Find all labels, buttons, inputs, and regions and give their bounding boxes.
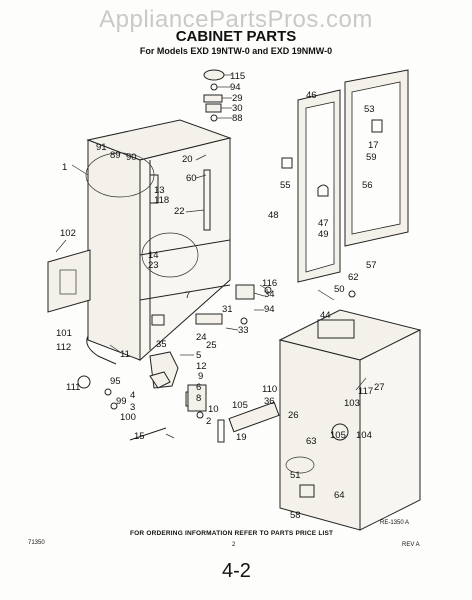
- callout-12: 89: [110, 150, 121, 161]
- page-number: 2: [232, 542, 236, 548]
- callout-34: 31: [222, 304, 233, 315]
- callout-28: 116: [262, 278, 277, 289]
- cabinet-shell: [85, 119, 232, 362]
- page-title: CABINET PARTS: [175, 28, 297, 45]
- callout-31: 62: [348, 272, 359, 283]
- callout-70: 58: [290, 510, 301, 521]
- callout-60: 117: [358, 386, 373, 397]
- ordering-note: FOR ORDERING INFORMATION REFER TO PARTS …: [130, 530, 334, 537]
- callout-23: 49: [318, 229, 329, 240]
- callout-63: 15: [134, 431, 145, 442]
- callout-65: 105: [330, 430, 346, 441]
- callout-48: 99: [116, 396, 127, 407]
- callout-47: 95: [110, 376, 121, 387]
- callout-21: 48: [268, 210, 279, 221]
- callout-50: 4: [130, 390, 135, 401]
- callout-16: 55: [280, 180, 291, 191]
- callout-41: 25: [206, 340, 217, 351]
- callout-29: 34: [264, 289, 275, 300]
- callout-44: 12: [196, 361, 207, 372]
- callout-27: 23: [148, 260, 159, 271]
- callout-4: 30: [232, 103, 243, 114]
- callout-52: 6: [196, 382, 201, 393]
- callout-25: 102: [60, 228, 76, 239]
- callout-26: 14: [148, 250, 159, 261]
- callout-61: 100: [120, 412, 136, 423]
- callout-13: 90: [126, 152, 137, 163]
- callout-33: 7: [185, 290, 190, 301]
- callout-6: 46: [306, 90, 317, 101]
- callout-56: 105: [232, 400, 248, 411]
- callout-69: 64: [334, 490, 345, 501]
- freezer-liner: [278, 309, 422, 531]
- door-gasket-frame: [281, 69, 409, 283]
- callout-66: 104: [356, 430, 372, 441]
- callout-17: 13: [154, 185, 165, 196]
- callout-2: 94: [230, 82, 241, 93]
- callout-45: 27: [374, 382, 385, 393]
- callout-55: 2: [206, 416, 211, 427]
- callout-57: 110: [262, 384, 277, 395]
- callout-43: 5: [196, 350, 201, 361]
- callout-19: 22: [174, 206, 185, 217]
- callout-22: 47: [318, 218, 329, 229]
- callout-1: 115: [230, 71, 245, 82]
- callout-36: 44: [320, 310, 331, 321]
- callout-5: 88: [232, 113, 243, 124]
- callout-54: 10: [208, 404, 219, 415]
- callout-68: 51: [290, 470, 301, 481]
- page-subtitle: For Models EXD 19NTW-0 and EXD 19NMW-0: [139, 46, 333, 56]
- callout-labels: 115 94 29 30 88 46 53 17 59 1 91 89 90 2…: [56, 71, 385, 521]
- callout-51: 3: [130, 402, 135, 413]
- callout-37: 101: [56, 328, 72, 339]
- callout-11: 91: [96, 142, 107, 153]
- callout-39: 11: [120, 349, 130, 360]
- drawing-ref: RE-1350 A: [380, 520, 410, 526]
- callout-30: 94: [264, 304, 275, 315]
- callout-67: 63: [306, 436, 317, 447]
- left-code: 71350: [28, 540, 45, 546]
- drain-tube: [86, 335, 117, 365]
- callout-38: 112: [56, 342, 71, 353]
- callout-49: 9: [198, 371, 203, 382]
- watermark: AppliancePartsPros.com: [99, 6, 373, 33]
- callout-42: 35: [156, 339, 167, 350]
- back-plate: [47, 249, 91, 313]
- callout-62: 26: [288, 410, 299, 421]
- callout-3: 29: [232, 93, 243, 104]
- hinge-parts: [195, 284, 356, 325]
- leader-lines: [55, 74, 367, 439]
- callout-9: 59: [366, 152, 377, 163]
- callout-20: 56: [362, 180, 373, 191]
- callout-59: 103: [344, 398, 360, 409]
- callout-10: 1: [62, 162, 67, 173]
- callout-24: 57: [366, 260, 377, 271]
- callout-15: 60: [186, 173, 197, 184]
- callout-40: 24: [196, 332, 207, 343]
- callout-14: 20: [182, 154, 193, 165]
- callout-8: 17: [368, 140, 379, 151]
- page-label: 4-2: [222, 560, 251, 582]
- callout-58: 36: [264, 396, 275, 407]
- revision: REV A: [402, 542, 420, 548]
- control-parts: [77, 351, 280, 443]
- callout-7: 53: [364, 104, 375, 115]
- callout-64: 19: [236, 432, 247, 443]
- callout-32: 50: [334, 284, 345, 295]
- top-parts-stack: [203, 69, 225, 122]
- callout-18: 118: [154, 195, 169, 206]
- callout-53: 8: [196, 393, 201, 404]
- callout-46: 111: [66, 382, 80, 393]
- callout-35: 33: [238, 325, 249, 336]
